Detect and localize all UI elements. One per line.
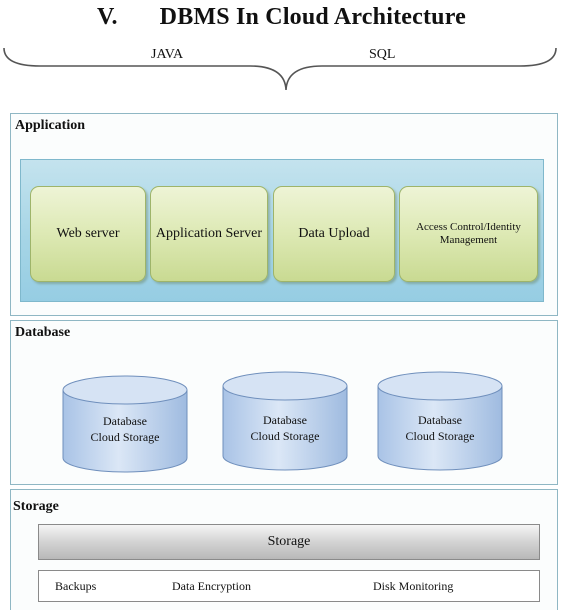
cylinder-3-line1: Database xyxy=(418,413,462,427)
cylinder-3-line2: Cloud Storage xyxy=(405,428,475,443)
diagram-heading: V. DBMS In Cloud Architecture xyxy=(0,4,563,31)
component-web-server: Web server xyxy=(30,186,146,282)
cylinder-1 xyxy=(62,375,188,473)
component-data-upload: Data Upload xyxy=(273,186,395,282)
cylinder-3-label: Database Cloud Storage xyxy=(378,413,502,444)
brace-label-java: JAVA xyxy=(151,47,184,62)
storage-item-backups: Backups xyxy=(55,579,97,593)
heading-title: DBMS In Cloud Architecture xyxy=(159,4,466,30)
heading-number: V. xyxy=(97,4,118,30)
cylinder-2-label: Database Cloud Storage xyxy=(223,413,347,444)
cylinder-1-line1: Database xyxy=(103,414,147,428)
cylinder-2-line2: Cloud Storage xyxy=(250,428,320,443)
application-layer-title: Application xyxy=(15,118,86,133)
cylinder-2-line1: Database xyxy=(263,413,307,427)
cylinder-1-line2: Cloud Storage xyxy=(90,429,160,444)
storage-item-data-encryption: Data Encryption xyxy=(172,579,251,593)
storage-bar: Storage xyxy=(38,524,540,560)
storage-items-row: Backups Data Encryption Disk Monitoring xyxy=(38,570,540,602)
storage-item-disk-monitoring: Disk Monitoring xyxy=(373,579,454,593)
storage-bar-label: Storage xyxy=(267,534,311,549)
storage-layer-title: Storage xyxy=(13,499,59,514)
brace-label-sql: SQL xyxy=(369,47,396,62)
component-access-control: Access Control/Identity Management xyxy=(399,186,538,282)
cylinder-3 xyxy=(377,371,503,471)
cylinder-1-label: Database Cloud Storage xyxy=(63,414,187,445)
curly-brace xyxy=(3,47,557,91)
component-application-server: Application Server xyxy=(150,186,268,282)
cylinder-2 xyxy=(222,371,348,471)
database-layer-title: Database xyxy=(15,325,71,340)
